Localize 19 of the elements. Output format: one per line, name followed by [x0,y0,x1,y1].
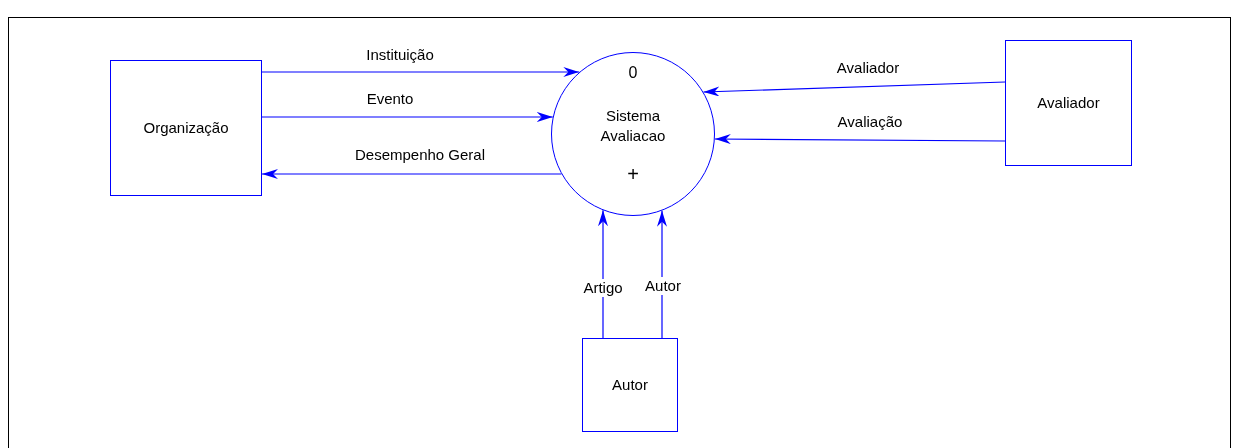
edge-label: Desempenho Geral [354,146,486,164]
entity-box [1005,40,1132,166]
edge-label: Instituição [366,46,434,64]
expand-mark: + [627,163,639,185]
edge-label: Autor [645,277,681,295]
arrow [702,81,1006,97]
arrow [714,134,1006,145]
entity-name: Avaliador [1037,92,1100,113]
edge-label: Artigo [583,279,623,297]
entity-name: Autor [612,374,648,395]
entity-box [582,338,678,432]
entity-name: Organização [143,117,229,138]
process-name: Sistema Avaliacao [599,106,667,146]
entity-box [110,60,262,196]
arrow [261,169,562,179]
process-number: 0 [628,63,638,83]
edge-label: Avaliação [837,113,903,131]
arrow [657,210,667,339]
arrow [261,67,580,77]
